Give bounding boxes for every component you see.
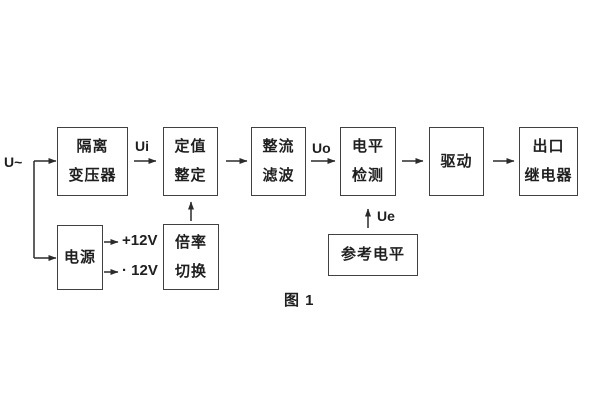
block-label: 整流: [262, 138, 295, 155]
ui-signal-label: Ui: [135, 138, 149, 154]
block-label: 检测: [351, 167, 384, 184]
block-label: 出口: [532, 138, 565, 155]
block-label: 定值: [174, 138, 207, 155]
block-label: 隔离: [76, 138, 109, 155]
block-label: 整定: [174, 167, 207, 184]
block-rectifier-filter: 整流 滤波: [251, 127, 306, 196]
block-label: 电平: [351, 138, 384, 155]
negative-rail-label: · 12V: [122, 262, 158, 279]
uo-signal-label: Uo: [312, 140, 331, 156]
block-label: 倍率: [174, 233, 207, 251]
block-isolation-transformer: 隔离 变压器: [57, 127, 128, 196]
block-reference-level: 参考电平: [328, 234, 418, 276]
block-label: 参考电平: [340, 246, 405, 263]
block-label: 电源: [63, 248, 96, 266]
block-driver: 驱动: [429, 127, 484, 196]
block-output-relay: 出口 继电器: [519, 127, 578, 196]
block-label: 变压器: [68, 167, 117, 184]
positive-rail-label: +12V: [122, 232, 158, 249]
ue-signal-label: Ue: [377, 208, 395, 224]
block-ratio-switch: 倍率 切换: [163, 224, 219, 290]
block-label: 继电器: [524, 167, 573, 184]
block-label: 驱动: [440, 152, 473, 170]
block-value-setting: 定值 整定: [163, 127, 218, 196]
block-label: 切换: [174, 262, 207, 280]
figure-caption: 图 1: [284, 292, 315, 309]
input-signal-label: U~: [4, 154, 23, 170]
block-level-detection: 电平 检测: [340, 127, 396, 196]
block-label: 滤波: [262, 167, 295, 184]
block-power-supply: 电源: [57, 225, 103, 290]
